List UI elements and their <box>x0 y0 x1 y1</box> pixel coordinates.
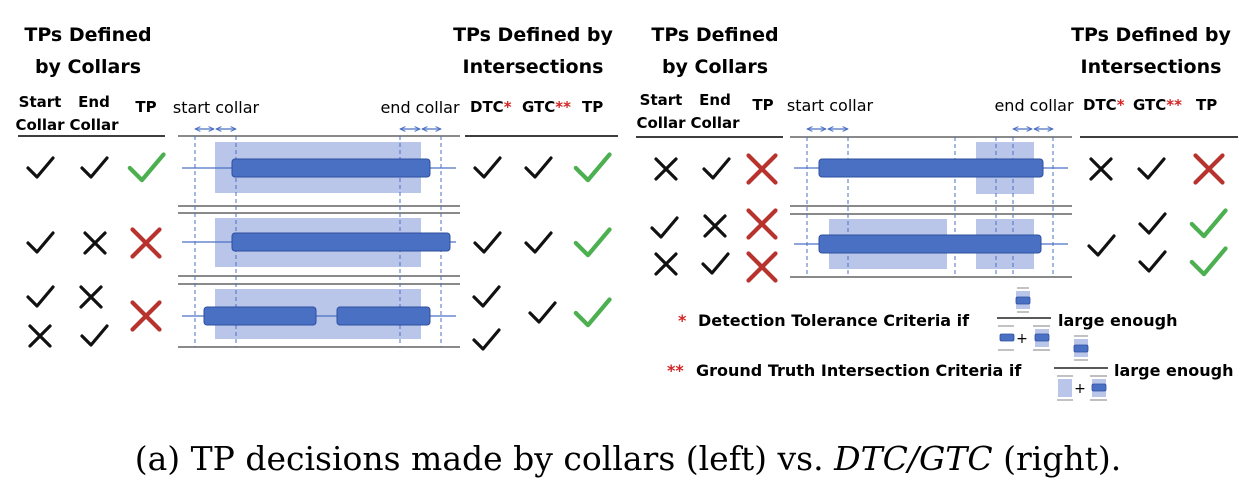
svg-text:+: + <box>1074 381 1086 397</box>
check-icon <box>473 231 502 254</box>
cross-icon <box>1089 157 1113 181</box>
svg-text:+: + <box>1016 331 1028 347</box>
left-col-end-line2: Collar <box>69 116 119 134</box>
dtc-fraction-icon: + <box>997 287 1051 351</box>
cross-icon <box>1193 153 1225 185</box>
check-icon <box>524 156 553 179</box>
cross-icon <box>28 324 52 348</box>
left-timeline <box>178 129 460 348</box>
check-icon <box>80 156 109 179</box>
legend-dtc-text: Detection Tolerance Criteria if <box>698 311 970 330</box>
check-icon <box>528 301 557 324</box>
figure-caption: (a) TP decisions made by collars (left) … <box>135 439 1122 478</box>
decision-marks <box>26 152 1228 351</box>
right-intersection-header-line1: TPs Defined by <box>1071 24 1231 46</box>
check-icon <box>701 252 730 275</box>
left-start-collar-label: start collar <box>173 98 260 117</box>
check-icon <box>1137 157 1166 180</box>
check-icon <box>573 297 612 328</box>
left-collar-header-line1: TPs Defined <box>24 24 151 46</box>
check-icon <box>472 285 501 308</box>
left-collar-header-line2: by Collars <box>35 56 141 78</box>
cross-icon <box>746 251 778 283</box>
right-end-collar-label: end collar <box>994 96 1074 115</box>
legend-dtc-marker: * <box>678 311 687 330</box>
left-col-start-line1: Start <box>19 93 62 111</box>
left-col-tp: TP <box>135 98 156 116</box>
cross-icon <box>746 208 778 240</box>
cross-icon <box>79 285 103 309</box>
right-intersection-header-line2: Intersections <box>1081 56 1222 78</box>
right-col-tp: TP <box>752 96 773 114</box>
left-col-dtc: DTC* <box>470 98 512 116</box>
right-col-end-line1: End <box>699 91 731 109</box>
left-col-tp2: TP <box>582 98 603 116</box>
left-col-start-line2: Collar <box>15 116 65 134</box>
check-icon <box>1087 234 1116 257</box>
left-panel-headers: TPs Defined by Collars TPs Defined by In… <box>15 24 613 134</box>
left-end-collar-label: end collar <box>380 98 460 117</box>
check-icon <box>26 156 55 179</box>
right-col-tp2: TP <box>1196 96 1217 114</box>
right-col-dtc: DTC* <box>1083 96 1125 114</box>
left-intersection-header-line1: TPs Defined by <box>453 24 613 46</box>
left-col-end-line1: End <box>78 93 110 111</box>
legend-gtc-marker: ** <box>667 361 684 380</box>
right-col-start-line2: Collar <box>636 114 686 132</box>
check-icon <box>1138 212 1167 235</box>
check-icon <box>472 328 501 351</box>
cross-icon <box>654 252 678 276</box>
cross-icon <box>130 227 162 259</box>
check-icon <box>473 156 502 179</box>
check-icon <box>573 227 612 258</box>
right-timeline <box>790 129 1072 278</box>
check-icon <box>573 152 612 183</box>
check-icon <box>702 157 731 180</box>
check-icon <box>127 152 166 183</box>
legend-gtc-text: Ground Truth Intersection Criteria if <box>696 361 1022 380</box>
check-icon <box>1189 208 1228 239</box>
check-icon <box>26 231 55 254</box>
cross-icon <box>83 231 107 255</box>
gtc-fraction-icon: + <box>1054 335 1108 401</box>
right-start-collar-label: start collar <box>787 96 874 115</box>
check-icon <box>1189 246 1228 277</box>
right-col-gtc: GTC** <box>1133 96 1182 114</box>
cross-icon <box>130 300 162 332</box>
cross-icon <box>746 153 778 185</box>
right-col-end-line2: Collar <box>690 114 740 132</box>
right-panel-headers: TPs Defined by Collars TPs Defined by In… <box>636 24 1231 132</box>
check-icon <box>1138 250 1167 273</box>
check-icon <box>524 231 553 254</box>
right-col-start-line1: Start <box>640 91 683 109</box>
legend: * Detection Tolerance Criteria if + larg… <box>667 287 1234 401</box>
check-icon <box>26 285 55 308</box>
check-icon <box>80 324 109 347</box>
right-collar-header-line2: by Collars <box>662 56 768 78</box>
left-intersection-header-line2: Intersections <box>463 56 604 78</box>
check-icon <box>650 216 679 239</box>
legend-dtc-suffix: large enough <box>1058 311 1178 330</box>
cross-icon <box>703 214 727 238</box>
cross-icon <box>654 157 678 181</box>
legend-gtc-suffix: large enough <box>1114 361 1234 380</box>
left-col-gtc: GTC** <box>522 98 571 116</box>
right-collar-header-line1: TPs Defined <box>651 24 778 46</box>
